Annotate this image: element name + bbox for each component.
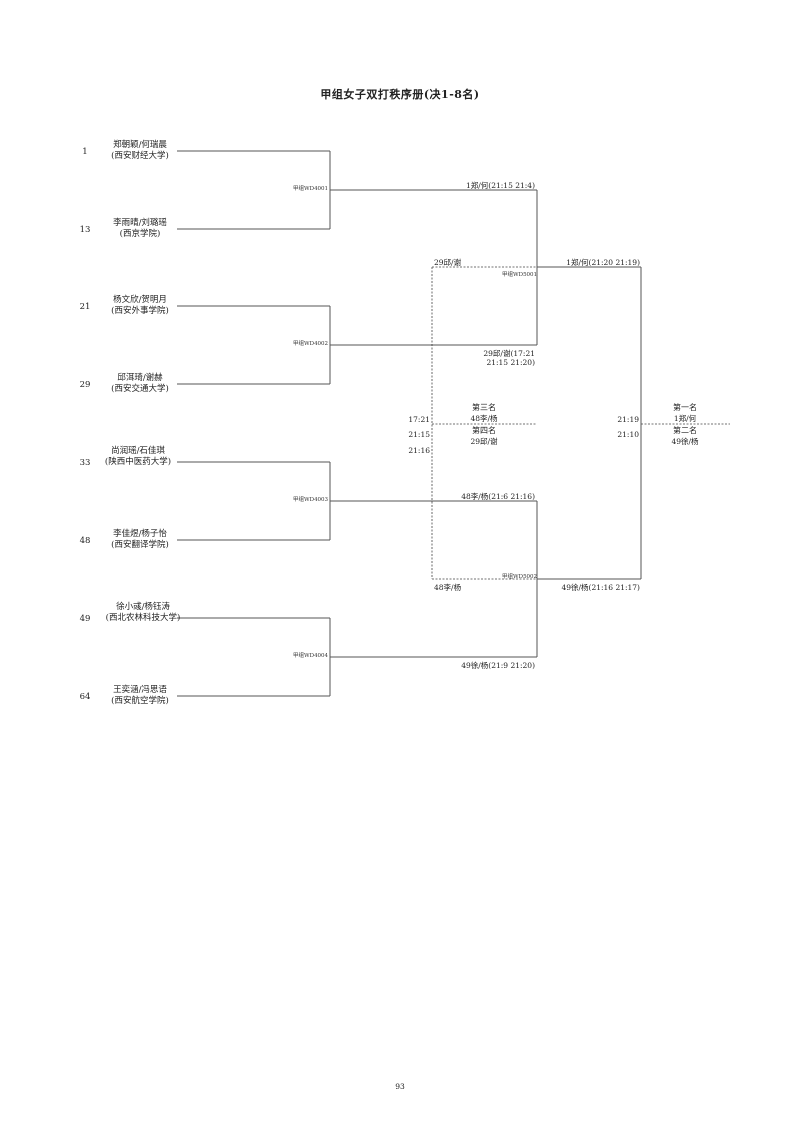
entry-school: (西安翻译学院) (111, 540, 169, 550)
entry-school: (西安航空学院) (111, 696, 169, 706)
second-place-block: 第二名 49徐/杨 (645, 425, 725, 447)
page-number: 93 (395, 1082, 405, 1091)
seed-number: 48 (79, 536, 91, 546)
third-place-score: 17:21 (408, 415, 430, 424)
seed-number: 13 (79, 225, 91, 235)
first-place-block: 第一名 1郑/何 (645, 402, 725, 424)
seed-number: 64 (79, 692, 91, 702)
fourth-place-block: 第四名 29邱/谢 (444, 425, 524, 447)
entry-school: (西安交通大学) (111, 384, 169, 394)
seed-number: 49 (79, 614, 91, 624)
entry-school: (陕西中医药大学) (104, 457, 172, 467)
entry-players: 杨文欣/贺明月 (113, 295, 167, 305)
entry-school: (西安财经大学) (111, 151, 169, 161)
match-result: 48李/杨(21:6 21:16) (461, 492, 535, 501)
match-code: 甲组WD4003 (293, 497, 329, 503)
fourth-place-team: 29邱/谢 (470, 437, 498, 446)
entry-team: 王奕涵/冯思语 (西安航空学院) (100, 685, 180, 707)
entry-team: 李佳煜/杨子怡 (西安翻译学院) (100, 529, 180, 551)
match-code: 甲组WD4004 (293, 653, 329, 659)
match-result-line2: 21:15 21:20) (486, 358, 535, 367)
entry-players: 李佳煜/杨子怡 (113, 529, 167, 539)
first-place-team: 1郑/何 (673, 414, 697, 423)
seed-number: 21 (79, 302, 91, 312)
seed-number: 1 (82, 147, 88, 157)
match-code: 甲组WD4002 (293, 341, 329, 347)
third-place-label: 第三名 (472, 403, 496, 412)
first-place-label: 第一名 (673, 403, 697, 412)
loser-label: 48李/杨 (434, 583, 462, 592)
fourth-place-label: 第四名 (472, 426, 496, 435)
match-code: 甲组WD4001 (293, 186, 329, 192)
seed-number: 33 (79, 458, 91, 468)
entry-school: (西京学院) (119, 229, 161, 239)
match-result: 49徐/杨(21:9 21:20) (461, 661, 535, 670)
entry-school: (西安外事学院) (111, 306, 169, 316)
match-code: 甲组WD5002 (502, 574, 538, 580)
match-result: 1郑/何(21:20 21:19) (566, 258, 640, 267)
entry-team: 郑朝颖/何瑞晨 (西安财经大学) (100, 140, 180, 162)
final-score: 21:19 (617, 415, 639, 424)
entry-players: 李雨晴/刘璐瑶 (113, 218, 167, 228)
loser-label: 29邱/谢 (434, 258, 462, 267)
second-place-team: 49徐/杨 (671, 437, 699, 446)
entry-team: 邱洱琦/谢赫 (西安交通大学) (100, 373, 180, 395)
third-place-block: 第三名 48李/杨 (444, 402, 524, 424)
entry-players: 王奕涵/冯思语 (113, 685, 167, 695)
final-score: 21:10 (617, 430, 639, 439)
entry-school: (西北农林科技大学) (105, 613, 181, 623)
match-code: 甲组WD5001 (502, 272, 538, 278)
page-title: 甲组女子双打秩序册(决1-8名) (320, 88, 480, 101)
entry-team: 徐小彧/杨钰涛 (西北农林科技大学) (100, 602, 186, 624)
second-place-label: 第二名 (673, 426, 697, 435)
third-place-score: 21:15 (408, 430, 430, 439)
entry-team: 李雨晴/刘璐瑶 (西京学院) (100, 218, 180, 240)
entry-players: 徐小彧/杨钰涛 (116, 602, 170, 612)
third-place-score: 21:16 (408, 446, 430, 455)
entry-players: 邱洱琦/谢赫 (117, 373, 163, 383)
entry-team: 尚润瑶/石佳琪 (陕西中医药大学) (100, 446, 176, 468)
match-result-line1: 29邱/谢(17:21 (483, 349, 535, 358)
seed-number: 29 (79, 380, 91, 390)
third-place-team: 48李/杨 (470, 414, 498, 423)
match-result: 1郑/何(21:15 21:4) (466, 181, 535, 190)
entry-players: 尚润瑶/石佳琪 (111, 446, 165, 456)
entry-team: 杨文欣/贺明月 (西安外事学院) (100, 295, 180, 317)
match-result: 49徐/杨(21:16 21:17) (561, 583, 640, 592)
entry-players: 郑朝颖/何瑞晨 (113, 140, 167, 150)
